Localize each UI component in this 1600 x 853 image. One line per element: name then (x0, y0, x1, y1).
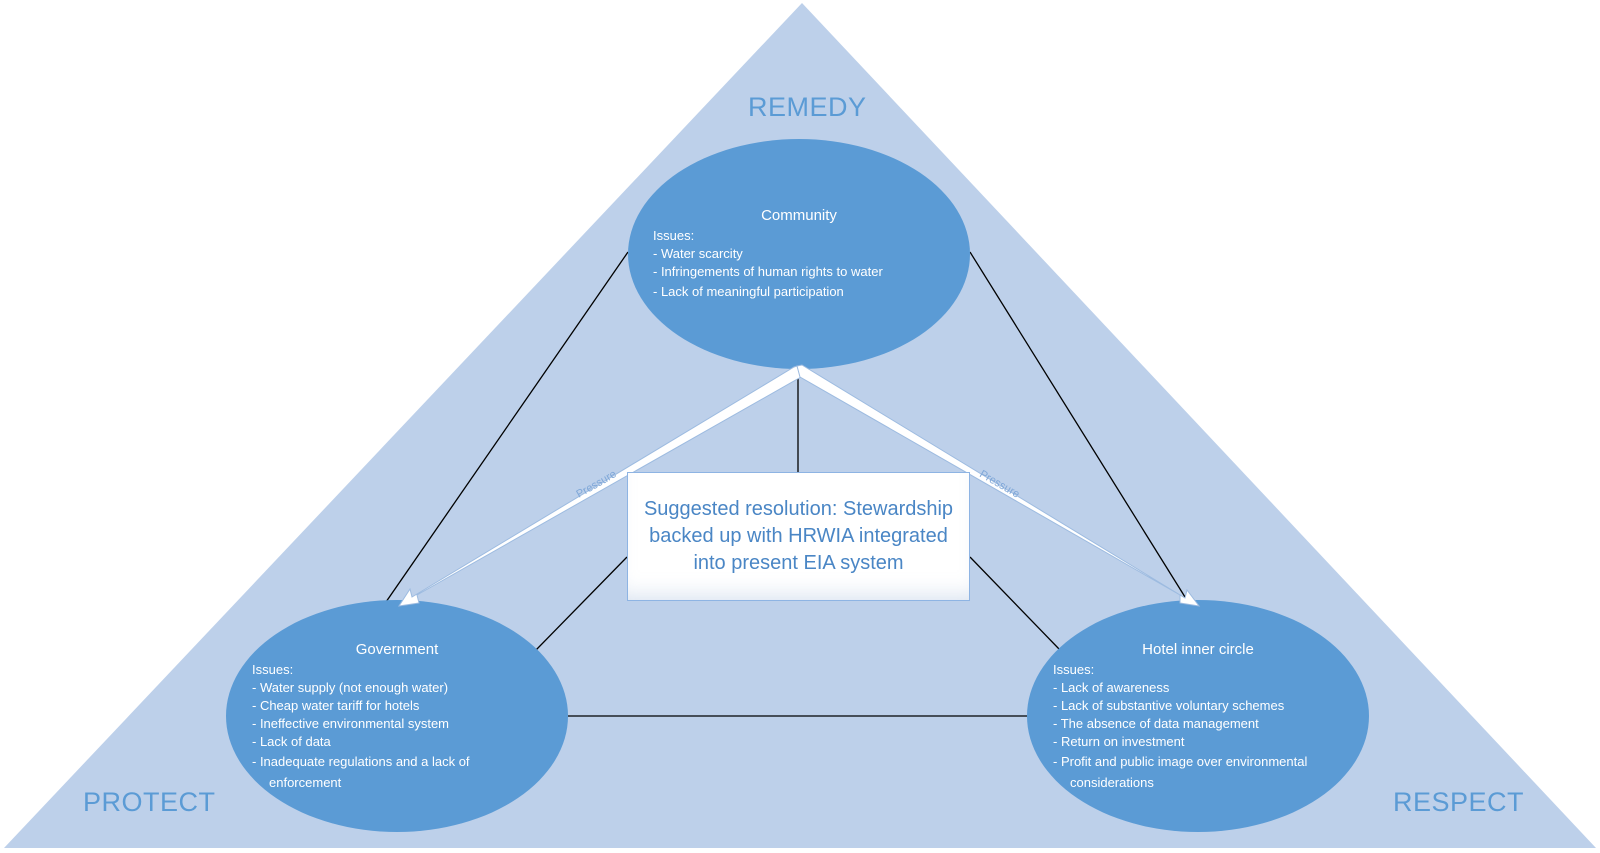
hotel-issue-2: - Lack of substantive voluntary schemes (1053, 698, 1285, 713)
respect-label: RESPECT (1393, 787, 1525, 817)
community-issues: Issues: - Water scarcity - Infringements… (653, 227, 883, 301)
connector-community-government (367, 251, 629, 629)
community-issue-3: - Lack of meaningful participation (653, 284, 844, 299)
resolution-box: Suggested resolution: Stewardship backed… (627, 472, 970, 601)
community-issue-1: - Water scarcity (653, 246, 743, 261)
hotel-issues: Issues: - Lack of awareness - Lack of su… (1053, 661, 1355, 793)
hotel-issues-label: Issues: (1053, 662, 1095, 677)
government-issues-label: Issues: (252, 662, 294, 677)
community-issues-label: Issues: (653, 228, 695, 243)
remedy-label: REMEDY (748, 92, 867, 122)
hotel-issue-1: - Lack of awareness (1053, 680, 1170, 695)
government-issue-3: - Ineffective environmental system (252, 716, 450, 731)
government-ellipse (226, 600, 568, 832)
government-title: Government (355, 641, 439, 658)
community-issue-2: - Infringements of human rights to water (653, 264, 883, 279)
protect-label: PROTECT (83, 787, 216, 817)
community-ellipse (628, 139, 970, 369)
hotel-issue-3: - The absence of data management (1053, 716, 1259, 731)
government-issue-4: - Lack of data (252, 734, 331, 749)
pressure-arrow-left (397, 365, 802, 607)
connector-community-hotel (969, 251, 1191, 606)
hotel-issue-5: - Profit and public image over environme… (1053, 754, 1308, 790)
government-issue-5: - Inadequate regulations and a lack of e… (252, 754, 470, 790)
pressure-arrow-right (796, 364, 1201, 607)
hotel-issue-4: - Return on investment (1053, 734, 1185, 749)
government-issues: Issues: - Water supply (not enough water… (252, 661, 519, 793)
connector-resolution-government (535, 556, 628, 651)
resolution-text: Suggested resolution: Stewardship backed… (643, 498, 954, 574)
government-issue-1: - Water supply (not enough water) (252, 680, 449, 695)
hotel-title: Hotel inner circle (1142, 641, 1254, 658)
connector-resolution-hotel (969, 556, 1061, 651)
hotel-ellipse (1027, 600, 1369, 832)
government-issue-2: - Cheap water tariff for hotels (252, 698, 420, 713)
community-title: Community (761, 207, 837, 224)
